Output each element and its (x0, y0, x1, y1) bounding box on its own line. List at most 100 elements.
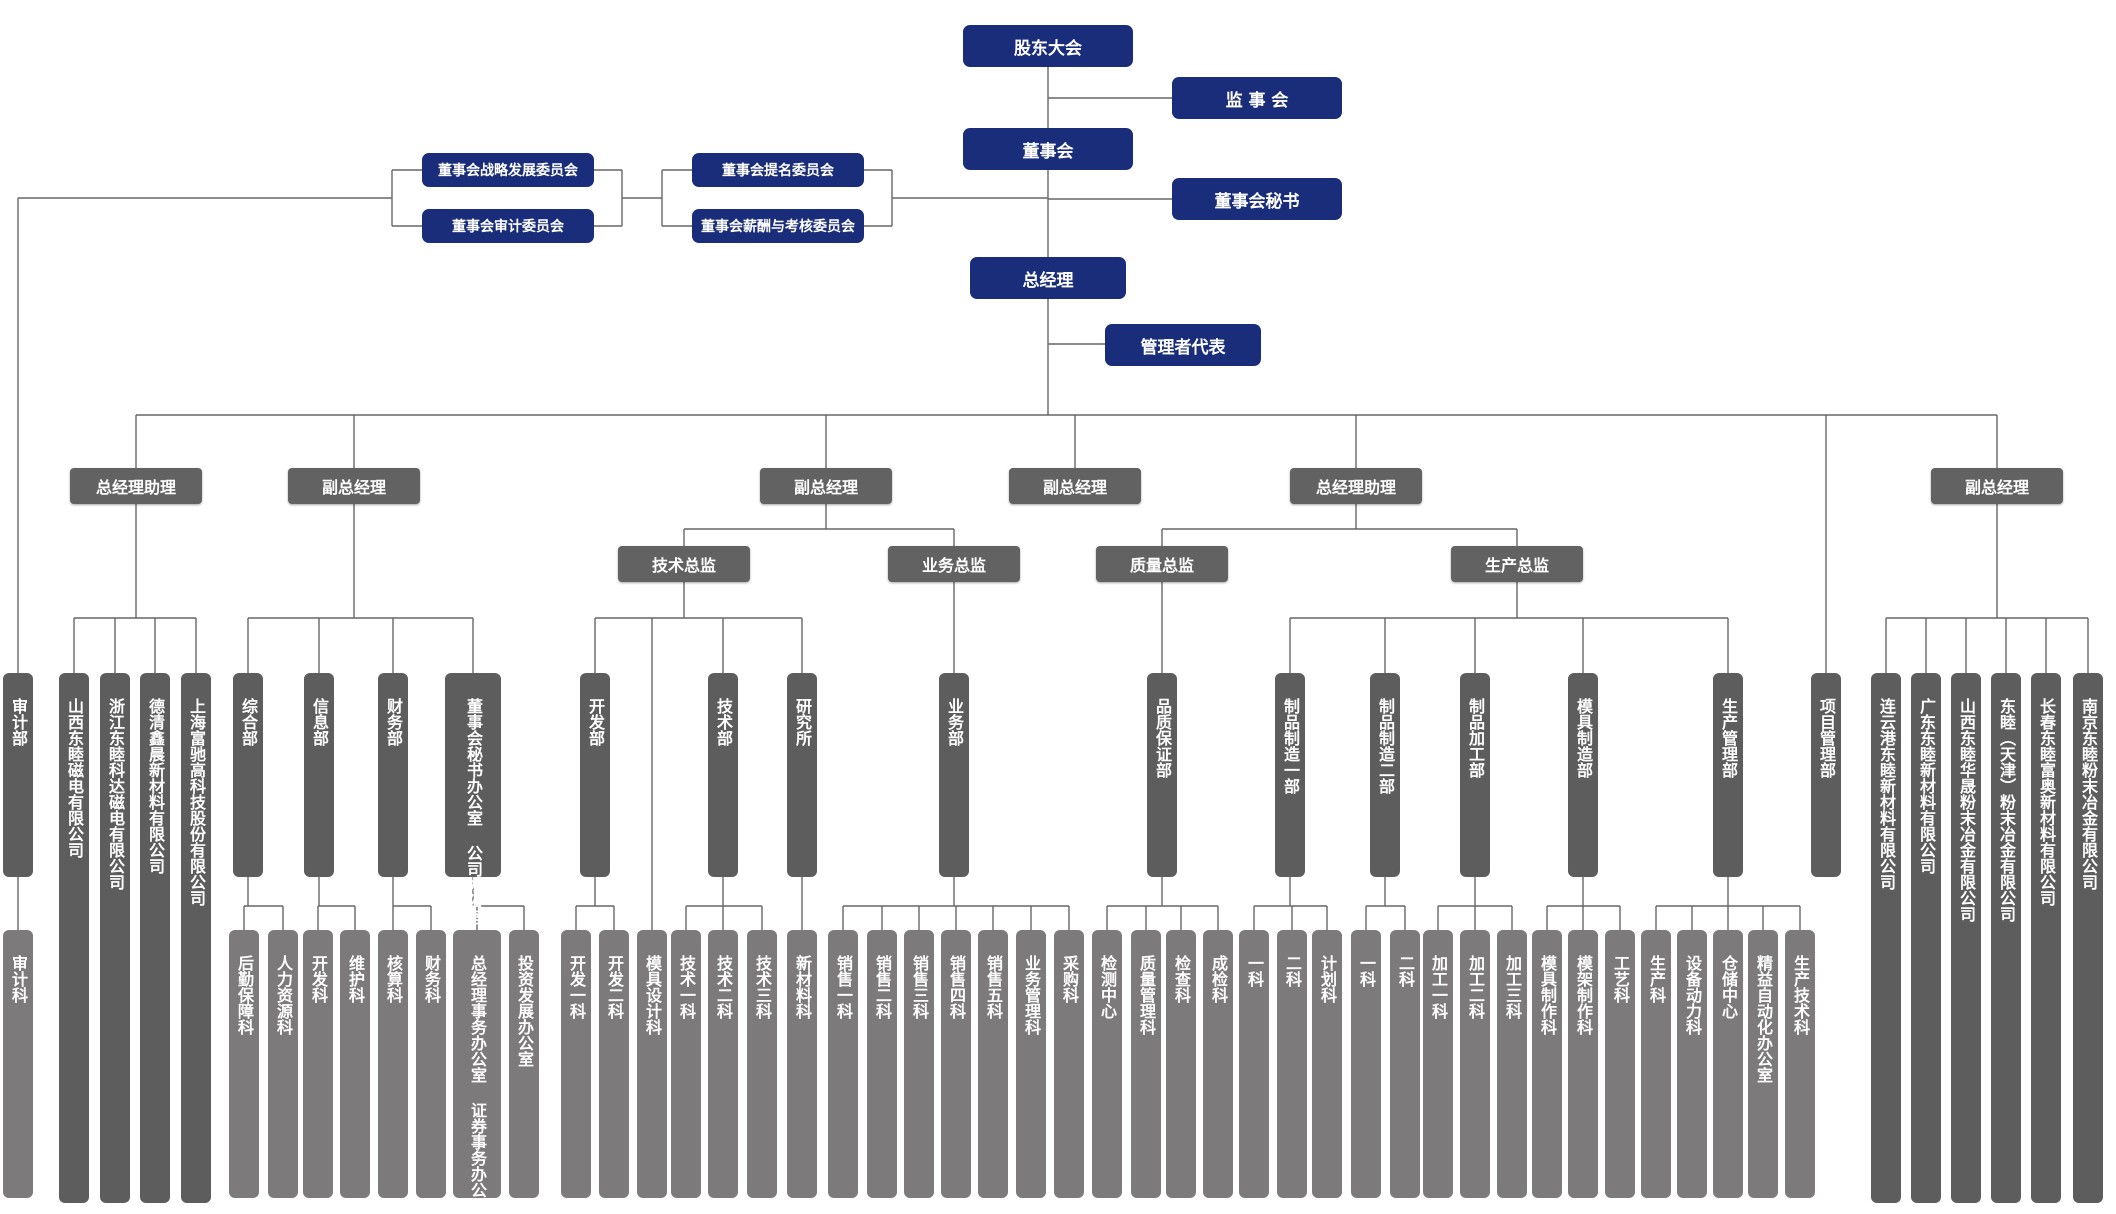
dept-pz: 品质保证部 (1147, 673, 1177, 877)
section-s12-label: 模具设计科 (643, 955, 662, 1035)
node-board-secretary: 董事会秘书 (1172, 178, 1342, 220)
section-s37: 模架制作科 (1568, 930, 1598, 1198)
director-box-4-label: 生产总监 (1484, 556, 1549, 575)
section-s1: 审计科 (3, 930, 33, 1198)
dept-xm-label: 项目管理部 (1817, 698, 1836, 778)
dept-c3: 德清鑫晨新材料有限公司 (140, 673, 170, 1203)
section-s14: 技术二科 (708, 930, 738, 1198)
dept-yw: 业务部 (939, 673, 969, 877)
node-nomination-committee-label: 董事会提名委员会 (722, 163, 834, 179)
manager-box-2-label: 副总经理 (321, 478, 386, 497)
section-s43: 生产技术科 (1785, 930, 1815, 1198)
section-s2-label: 后勤保障科 (235, 955, 254, 1035)
section-s19: 销售三科 (904, 930, 934, 1198)
section-s27: 成检科 (1203, 930, 1233, 1198)
dept-xx: 信息部 (304, 673, 334, 877)
dept-xx-label: 信息部 (310, 698, 329, 746)
section-s6: 核算科 (378, 930, 408, 1198)
section-s17: 销售一科 (828, 930, 858, 1198)
section-s22-label: 业务管理科 (1022, 955, 1041, 1035)
section-s18: 销售二科 (867, 930, 897, 1198)
section-s19-label: 销售三科 (910, 955, 929, 1019)
section-s9-label: 投资发展办公室 (515, 955, 534, 1067)
node-supervisors: 监 事 会 (1172, 77, 1342, 119)
dept-c5: 连云港东睦新材料有限公司 (1871, 673, 1901, 1203)
section-s43-label: 生产技术科 (1791, 955, 1810, 1035)
manager-box-1: 总经理助理 (70, 468, 202, 504)
section-s28-label: 一科 (1245, 955, 1264, 987)
section-s14-label: 技术二科 (714, 955, 733, 1019)
dept-jg: 制品加工部 (1460, 673, 1490, 877)
section-s3-label: 人力资源科 (274, 955, 293, 1035)
section-s41-label: 仓储中心 (1719, 955, 1738, 1019)
section-s20-label: 销售四科 (947, 955, 966, 1019)
director-box-2-label: 业务总监 (921, 556, 986, 575)
section-s25-label: 质量管理科 (1137, 955, 1156, 1035)
section-s30: 计划科 (1312, 930, 1342, 1198)
section-s32: 二科 (1390, 930, 1420, 1198)
director-box-1: 技术总监 (618, 546, 750, 582)
section-s12: 模具设计科 (637, 930, 667, 1198)
dept-c1: 山西东睦磁电有限公司 (59, 673, 89, 1203)
section-s23-label: 采购科 (1060, 955, 1079, 1003)
node-nomination-committee: 董事会提名委员会 (692, 153, 864, 187)
section-s34-label: 加工二科 (1466, 955, 1485, 1019)
dept-audit: 审计部 (3, 673, 33, 877)
dept-zh-label: 综合部 (239, 698, 258, 746)
dept-yj-label: 研究所 (793, 698, 812, 746)
dept-c6-label: 广东东睦新材料有限公司 (1917, 698, 1936, 874)
dept-c2-label: 浙江东睦科达磁电有限公司 (106, 698, 125, 890)
section-s34: 加工二科 (1460, 930, 1490, 1198)
dept-c7: 山西东睦华晟粉末冶金有限公司 (1951, 673, 1981, 1203)
section-s5: 维护科 (340, 930, 370, 1198)
section-s29-label: 二科 (1283, 955, 1302, 987)
dept-cw: 财务部 (378, 673, 408, 877)
dept-c1-label: 山西东睦磁电有限公司 (65, 698, 84, 858)
node-shareholders-label: 股东大会 (1014, 38, 1082, 59)
section-s15: 技术三科 (747, 930, 777, 1198)
section-s37-label: 模架制作科 (1574, 955, 1593, 1035)
section-s31: 一科 (1351, 930, 1381, 1198)
section-s5-label: 维护科 (346, 955, 365, 1003)
section-s38-label: 工艺科 (1611, 955, 1630, 1003)
node-general-manager-label: 总经理 (1022, 270, 1074, 291)
section-s7: 财务科 (416, 930, 446, 1198)
section-s21-label: 销售五科 (984, 955, 1003, 1019)
manager-box-1-label: 总经理助理 (95, 478, 176, 497)
section-s7-label: 财务科 (422, 955, 441, 1003)
section-s8: 总经理事务办公室 证券事务办公室 (453, 930, 501, 1214)
dept-ds-label: 董事会秘书办公室 公司办公室 (464, 698, 483, 925)
dept-yj: 研究所 (787, 673, 817, 877)
dept-c4-label: 上海富驰高科技股份有限公司 (187, 698, 206, 906)
section-s20: 销售四科 (941, 930, 971, 1198)
section-s25: 质量管理科 (1131, 930, 1161, 1198)
section-s16: 新材料科 (787, 930, 817, 1198)
dept-js-label: 技术部 (714, 698, 733, 746)
section-s42-label: 精益自动化办公室 (1754, 955, 1773, 1083)
node-board: 董事会 (963, 128, 1133, 170)
dept-kf-label: 开发部 (586, 698, 605, 746)
section-s33-label: 加工一科 (1429, 955, 1448, 1019)
section-s24-label: 检测中心 (1098, 955, 1117, 1019)
node-strategy-committee: 董事会战略发展委员会 (422, 153, 594, 187)
director-box-3: 质量总监 (1096, 546, 1228, 582)
dept-jg-label: 制品加工部 (1466, 698, 1485, 778)
section-s23: 采购科 (1054, 930, 1084, 1198)
section-s8-label: 总经理事务办公室 证券事务办公室 (468, 955, 487, 1214)
manager-box-4: 副总经理 (1009, 468, 1141, 504)
dept-c2: 浙江东睦科达磁电有限公司 (100, 673, 130, 1203)
dept-c10: 南京东睦粉末冶金有限公司 (2073, 673, 2103, 1203)
section-s24: 检测中心 (1092, 930, 1122, 1198)
manager-box-2: 副总经理 (288, 468, 420, 504)
section-s35-label: 加工三科 (1503, 955, 1522, 1019)
section-s26-label: 检查科 (1172, 955, 1191, 1003)
section-s13-label: 技术一科 (677, 955, 696, 1019)
dept-c7-label: 山西东睦华晟粉末冶金有限公司 (1957, 698, 1976, 922)
section-s41: 仓储中心 (1713, 930, 1743, 1198)
section-s10-label: 开发一科 (567, 955, 586, 1019)
dept-c3-label: 德清鑫晨新材料有限公司 (146, 698, 165, 874)
dept-zz2-label: 制品制造二部 (1376, 698, 1395, 794)
section-s9: 投资发展办公室 (509, 930, 539, 1198)
dept-audit-label: 审计部 (9, 698, 28, 746)
